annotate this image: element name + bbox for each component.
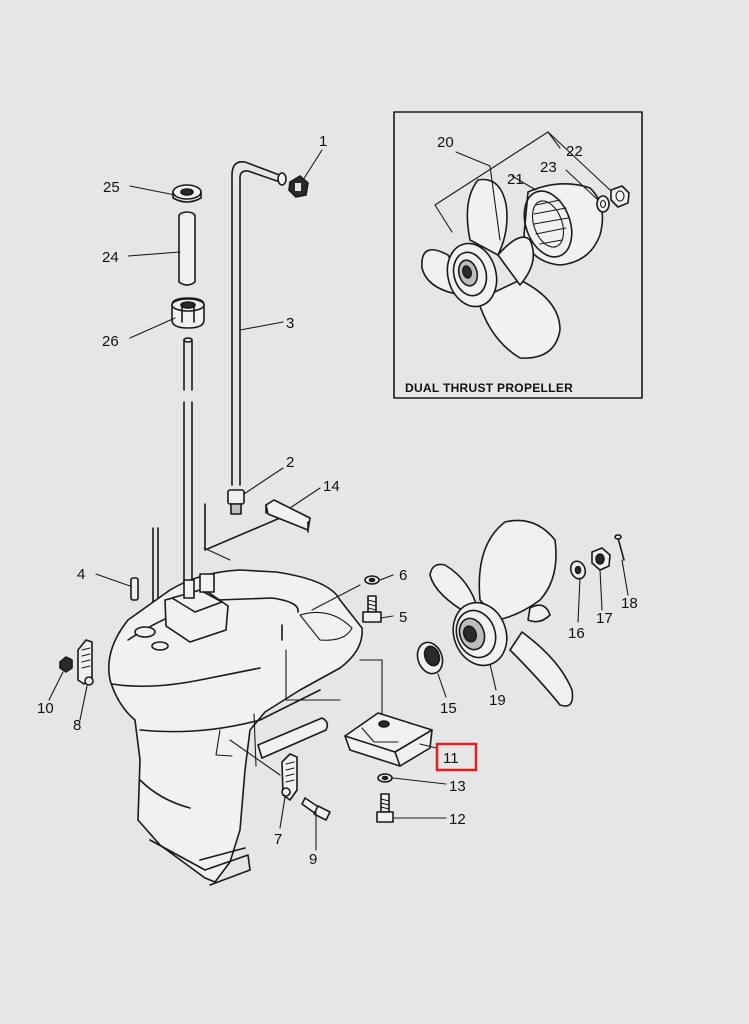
callout-2: 2	[286, 454, 294, 471]
inset-nut	[610, 185, 630, 208]
plate-part-7	[281, 753, 298, 801]
callout-9: 9	[309, 851, 317, 868]
nut-part-17	[591, 547, 611, 571]
callout-8: 8	[73, 717, 81, 734]
screw-part-9	[301, 797, 331, 821]
lower-casing	[108, 503, 383, 886]
callout-5: 5	[399, 609, 407, 626]
callout-15: 15	[440, 700, 457, 717]
seal-part-2	[227, 489, 245, 515]
seal-part-25	[172, 184, 202, 203]
callout-18: 18	[621, 595, 638, 612]
callout-19: 19	[489, 692, 506, 709]
inset-cone-part	[523, 183, 604, 266]
drive-shaft	[183, 337, 193, 591]
sleeve-part-24	[178, 211, 196, 286]
inset-propeller	[421, 178, 561, 359]
inset-washer	[596, 195, 610, 213]
inset-dual-thrust-propeller: DUAL THRUST PROPELLER	[393, 111, 643, 399]
nut-part-10	[59, 656, 73, 673]
leader-lines	[48, 149, 629, 851]
propeller-part-19	[429, 519, 574, 707]
callout-4: 4	[77, 566, 85, 583]
inset-leader-lines	[434, 131, 611, 241]
callout-labels: 1 2 3 4 5 6 7 8 9 10 11 12 13 14 15 16 1…	[37, 133, 638, 868]
callout-7: 7	[274, 831, 282, 848]
callout-11: 11	[443, 750, 459, 767]
inset-frame	[393, 111, 643, 399]
washer-part-16	[569, 560, 587, 580]
bolt-part-5	[362, 595, 382, 623]
callout-25: 25	[103, 179, 120, 196]
callout-1: 1	[319, 133, 327, 150]
callout-17: 17	[596, 610, 613, 627]
callout-21: 21	[507, 171, 524, 188]
pin-part-4	[130, 577, 139, 601]
bolt-part-12	[376, 793, 394, 823]
cotter-pin-part-18	[614, 534, 625, 561]
callout-14: 14	[323, 478, 340, 495]
deflector-part-14	[265, 499, 311, 533]
washer-part-13	[377, 773, 393, 783]
callout-22: 22	[566, 143, 583, 160]
callout-10: 10	[37, 700, 54, 717]
callout-26: 26	[102, 333, 119, 350]
washer-part-6	[364, 575, 380, 585]
bushing-part-26	[171, 297, 205, 329]
plate-part-8	[77, 639, 94, 686]
highlight-box-part-11	[435, 742, 478, 772]
grommet-part-1	[288, 175, 309, 198]
inset-title: DUAL THRUST PROPELLER	[405, 381, 573, 395]
callout-13: 13	[449, 778, 466, 795]
callout-12: 12	[449, 811, 466, 828]
callout-23: 23	[540, 159, 557, 176]
callout-6: 6	[399, 567, 407, 584]
callout-20: 20	[437, 134, 454, 151]
callout-16: 16	[568, 625, 585, 642]
water-tube	[231, 160, 287, 486]
callout-3: 3	[286, 315, 294, 332]
callout-24: 24	[102, 249, 119, 266]
grommet-part-15	[416, 641, 444, 675]
anode-part-11	[344, 712, 433, 767]
